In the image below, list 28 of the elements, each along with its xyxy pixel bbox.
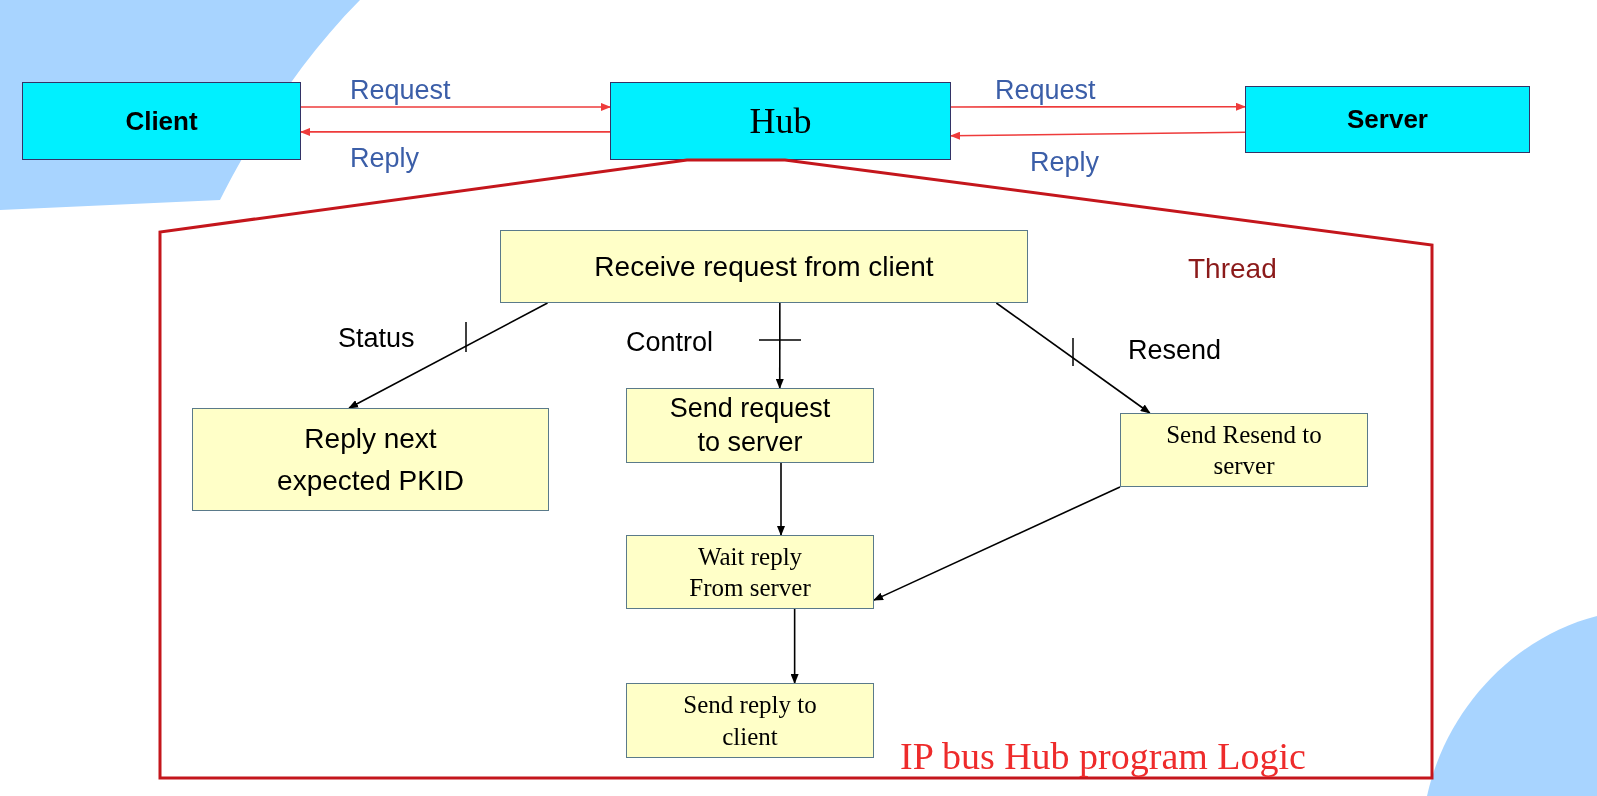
- process-box: Receive request from client: [500, 230, 1028, 303]
- edge-label: Reply: [1030, 146, 1100, 179]
- arrow: [950, 102, 1246, 111]
- process-box: Send request to server: [626, 388, 874, 463]
- process-box: Client: [22, 82, 301, 160]
- arrow: [950, 131, 1246, 140]
- process-box: Hub: [610, 82, 951, 160]
- process-box: Send Resend to server: [1120, 413, 1368, 487]
- edge-label: Resend: [1128, 334, 1222, 367]
- process-box: Wait reply From server: [626, 535, 874, 609]
- arrow: [995, 302, 1151, 414]
- edge-label: Request: [350, 74, 451, 107]
- edge-label: Status: [338, 322, 415, 355]
- process-box: Server: [1245, 86, 1530, 153]
- arrow: [873, 486, 1121, 601]
- edge-label: Request: [995, 74, 1096, 107]
- arrow: [300, 102, 611, 111]
- process-box: Reply next expected PKID: [192, 408, 549, 511]
- arrow: [790, 608, 799, 684]
- arrow: [348, 302, 549, 409]
- group-label: Thread: [1188, 252, 1277, 286]
- arrow: [300, 127, 611, 136]
- edge-label: Control: [626, 326, 714, 359]
- arrow: [777, 462, 785, 536]
- arrow: [775, 302, 784, 389]
- process-box: Send reply to client: [626, 683, 874, 758]
- edge-label: Reply: [350, 142, 420, 175]
- caption: IP bus Hub program Logic: [900, 734, 1306, 779]
